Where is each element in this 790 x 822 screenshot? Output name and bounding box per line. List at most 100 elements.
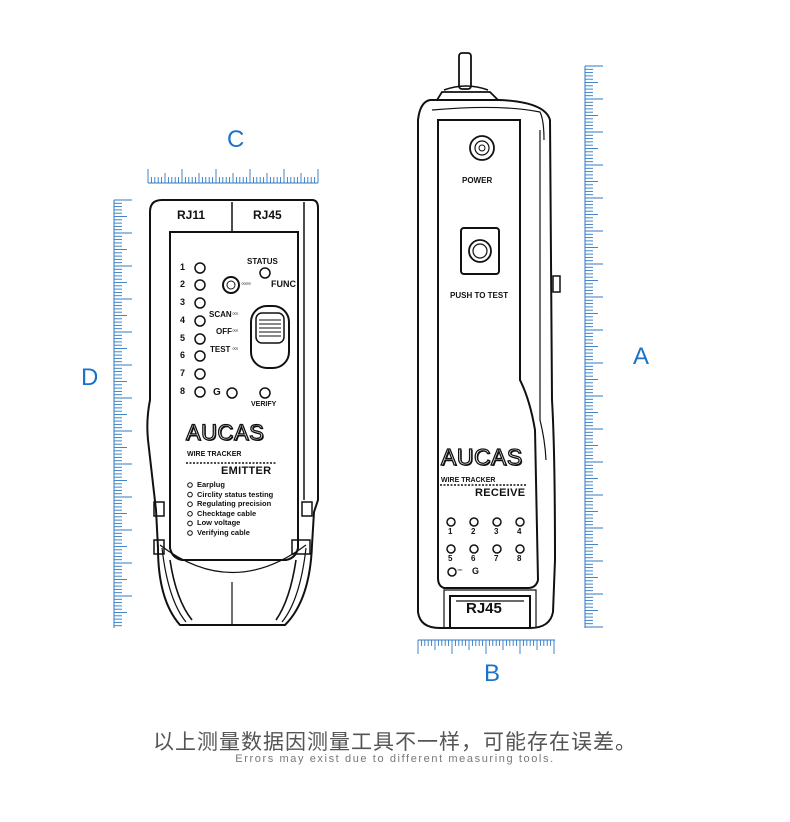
receiver-led-2 bbox=[469, 517, 479, 527]
emitter-feature-bullet bbox=[187, 530, 193, 536]
emitter-port-rj45: RJ45 bbox=[253, 208, 282, 222]
emitter-led-7 bbox=[194, 368, 206, 380]
emitter-led-number: 3 bbox=[180, 297, 186, 307]
emitter-led-number: 1 bbox=[180, 262, 186, 272]
emitter-status-label: STATUS bbox=[247, 257, 278, 266]
receiver-power-label: POWER bbox=[462, 176, 493, 185]
emitter-feature-item: Checktage cable bbox=[197, 508, 257, 518]
receiver-side-button bbox=[552, 275, 561, 293]
emitter-feature-bullet bbox=[187, 520, 193, 527]
receiver-device bbox=[417, 52, 561, 629]
emitter-boot-lines bbox=[161, 547, 307, 623]
emitter-led-number: 7 bbox=[180, 368, 186, 378]
receiver-antenna-base bbox=[435, 91, 501, 101]
emitter-led-g-1 bbox=[226, 387, 238, 399]
receiver-power-button bbox=[469, 135, 495, 161]
emitter-wire-tracker: WIRE TRACKER bbox=[187, 451, 242, 458]
receiver-g-dots: ◦◦◦ bbox=[457, 567, 463, 574]
receiver-wire-tracker: WIRE TRACKER bbox=[441, 477, 496, 484]
ruler-b bbox=[417, 639, 555, 654]
dimension-label-b: B bbox=[484, 660, 501, 687]
emitter-model: EMITTER bbox=[221, 465, 272, 477]
emitter-feature-bullet bbox=[187, 501, 193, 508]
emitter-test-label: TEST bbox=[210, 345, 231, 354]
emitter-feature-bullet bbox=[187, 482, 193, 488]
caption-english: Errors may exist due to different measur… bbox=[235, 753, 555, 765]
emitter-off-dots: ◦◦◦ bbox=[232, 326, 238, 335]
dimension-label-a: A bbox=[633, 343, 650, 370]
emitter-boot-curve bbox=[159, 544, 307, 574]
emitter-func-dots: ◦◦◦◦◦ bbox=[241, 279, 251, 288]
emitter-led-2 bbox=[194, 279, 206, 291]
receiver-push-label: PUSH TO TEST bbox=[450, 291, 509, 300]
emitter-clip-right bbox=[301, 501, 313, 517]
receiver-led-g-label: G bbox=[472, 566, 480, 576]
emitter-func-button bbox=[222, 276, 240, 294]
receiver-faceplate bbox=[437, 119, 540, 589]
receiver-inner-contour bbox=[431, 106, 545, 141]
emitter-led-3 bbox=[194, 297, 206, 309]
emitter-led-number: 2 bbox=[180, 279, 186, 289]
receiver-led-number: 1 bbox=[448, 527, 453, 536]
emitter-status-led bbox=[259, 267, 271, 279]
emitter-led-number: 8 bbox=[180, 386, 186, 396]
emitter-feature-item: Earplug bbox=[197, 480, 225, 489]
ruler-a bbox=[584, 65, 603, 628]
ruler-c bbox=[147, 169, 319, 184]
emitter-led-5 bbox=[194, 333, 206, 345]
emitter-verify-label: VERIFY bbox=[251, 401, 277, 408]
emitter-feature-item: Verifying cable bbox=[197, 528, 250, 537]
emitter-clip-left bbox=[153, 501, 165, 517]
dimension-label-c: C bbox=[227, 126, 245, 153]
dimension-label-d: D bbox=[81, 364, 99, 391]
receiver-port-label: RJ45 bbox=[466, 600, 502, 617]
emitter-led-1 bbox=[194, 262, 206, 274]
emitter-feature-bullet bbox=[187, 491, 193, 498]
receiver-led-6 bbox=[469, 544, 479, 554]
emitter-feature-item: Low voltage bbox=[197, 518, 241, 528]
emitter-feature-item: Regulating precision bbox=[197, 499, 272, 509]
emitter-test-dots: ◦◦◦ bbox=[232, 344, 238, 353]
emitter-port-rj11: RJ11 bbox=[177, 208, 206, 222]
ruler-d bbox=[113, 199, 132, 628]
emitter-led-8 bbox=[194, 386, 206, 398]
emitter-off-label: OFF bbox=[216, 327, 232, 336]
emitter-slide-switch-knob bbox=[255, 312, 285, 344]
emitter-scan-label: SCAN bbox=[209, 310, 232, 319]
receiver-antenna-tip bbox=[458, 52, 472, 90]
emitter-scan-dots: ◦◦◦ bbox=[232, 309, 238, 318]
receiver-led-number: 5 bbox=[448, 554, 453, 563]
emitter-slide-switch-track bbox=[250, 305, 290, 369]
receiver-led-7 bbox=[492, 544, 502, 554]
receiver-led-number: 4 bbox=[517, 527, 522, 536]
receiver-led-number: 6 bbox=[471, 554, 476, 563]
receiver-led-number: 2 bbox=[471, 527, 476, 536]
emitter-led-4 bbox=[194, 315, 206, 327]
caption-chinese: 以上测量数据因测量工具不一样，可能存在误差。 bbox=[153, 730, 637, 754]
receiver-led-4 bbox=[515, 517, 525, 527]
emitter-func-label: FUNC bbox=[271, 279, 296, 289]
emitter-clip-left-2 bbox=[153, 539, 165, 555]
emitter-led-number: 4 bbox=[180, 315, 186, 325]
receiver-body-outline bbox=[417, 99, 557, 629]
emitter-led-number: 5 bbox=[180, 333, 186, 343]
receiver-port bbox=[449, 595, 531, 628]
emitter-verify-led bbox=[259, 387, 271, 399]
receiver-side-strip bbox=[539, 130, 547, 461]
receiver-led-number: 8 bbox=[517, 554, 522, 563]
receiver-led-number: 7 bbox=[494, 554, 499, 563]
receiver-push-button bbox=[460, 227, 500, 275]
emitter-brand: AUCAS bbox=[185, 419, 265, 445]
emitter-boot bbox=[169, 559, 297, 621]
emitter-led-number: 6 bbox=[180, 350, 186, 360]
emitter-feature-item: Circlity status testing bbox=[197, 489, 274, 499]
emitter-body-outline bbox=[146, 199, 319, 626]
emitter-led-g-label: G bbox=[213, 387, 221, 398]
receiver-led-8 bbox=[515, 544, 525, 554]
receiver-antenna-collar bbox=[443, 85, 489, 91]
receiver-led-g bbox=[447, 567, 457, 577]
receiver-model: RECEIVE bbox=[475, 487, 526, 499]
emitter-led-6 bbox=[194, 350, 206, 362]
emitter-feature-bullet bbox=[187, 511, 193, 517]
